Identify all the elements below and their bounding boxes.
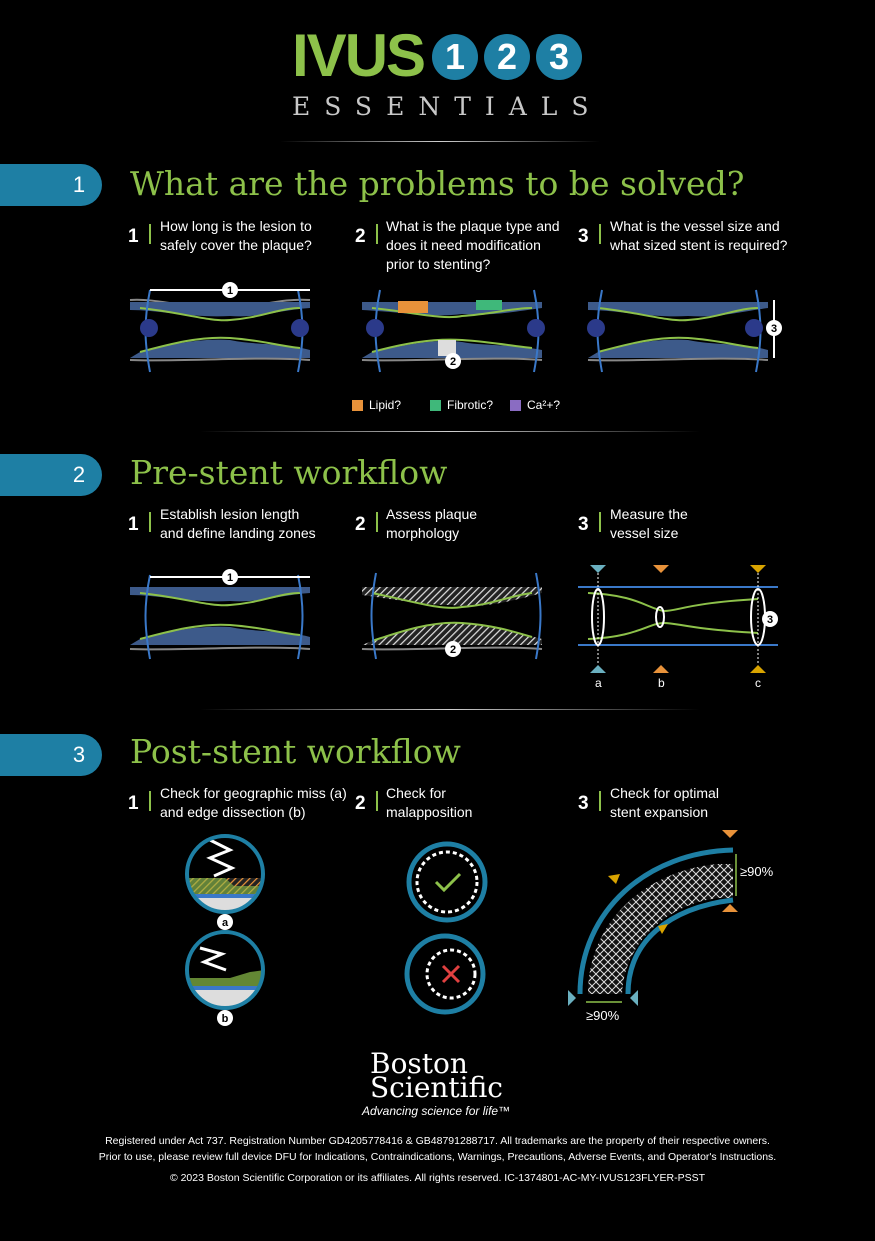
s3-q2-bar (376, 791, 378, 811)
s3-q1-number: 1 (128, 793, 139, 814)
stent-expansion-diagram (568, 830, 738, 1006)
s1-q3-number: 3 (578, 226, 589, 247)
s1-marker-1: 1 (227, 285, 233, 297)
section-1-vessel-diagrams: 1 2 3 (129, 282, 782, 373)
s2-marker-1: 1 (227, 572, 233, 584)
s1-marker-2: 2 (450, 356, 456, 368)
legend-lipid: Lipid? (352, 398, 401, 412)
s3-letter-a: a (222, 917, 229, 929)
s2-vessel-morphology: 2 (361, 572, 543, 660)
s3-q1-text: Check for geographic miss (a)and edge di… (160, 785, 347, 820)
brand-tagline: Advancing science for life™ (362, 1104, 511, 1118)
s3-q3-number: 3 (578, 793, 589, 814)
apposition-good-icon (406, 841, 488, 923)
section-1-title: What are the problems to be solved? (130, 164, 745, 203)
s2-letter-b: b (658, 676, 665, 690)
s2-q1-bar (149, 512, 151, 532)
s1-q2-bar (376, 224, 378, 244)
section-2-divider (200, 709, 700, 710)
s2-q1-number: 1 (128, 514, 139, 535)
s2-q2-bar (376, 512, 378, 532)
s1-vessel-lesion-length: 1 (129, 282, 311, 373)
edge-dissection-icon: b (185, 930, 265, 1026)
section-3-title: Post-stent workflow (130, 732, 461, 771)
malapposition-icon (404, 933, 486, 1015)
expansion-label-bottom: ≥90% (586, 1008, 620, 1023)
s1-q2-number: 2 (355, 226, 366, 247)
s1-vessel-size: 3 (587, 289, 782, 373)
section-2-tab: 2 (0, 454, 102, 496)
logo-ivus-text: IVUS (292, 22, 426, 89)
section-1-tab: 1 (0, 164, 102, 206)
section-2-title: Pre-stent workflow (130, 453, 448, 492)
s2-q2-number: 2 (355, 514, 366, 535)
header-divider (280, 141, 600, 142)
section-2-vessel-diagrams: 1 2 3 (129, 565, 778, 673)
legal-line-2: Prior to use, please review full device … (98, 1151, 777, 1163)
s3-q1-bar (149, 791, 151, 811)
logo-number-1: 1 (432, 34, 478, 80)
expansion-label-top: ≥90% (740, 864, 774, 879)
s2-vessel-lesion-length: 1 (129, 569, 311, 660)
legend-fibrotic: Fibrotic? (430, 398, 493, 412)
s2-vessel-measure: 3 (578, 565, 778, 673)
s1-q3-bar (599, 224, 601, 244)
section-3-tab: 3 (0, 734, 102, 776)
s1-q1-number: 1 (128, 226, 139, 247)
logo-subtitle: ESSENTIALS (292, 92, 603, 121)
legend-calcium: Ca²+? (510, 398, 560, 412)
s2-marker-3: 3 (767, 614, 773, 626)
s2-q3-number: 3 (578, 514, 589, 535)
s3-q3-bar (599, 791, 601, 811)
section-1-divider (200, 431, 700, 432)
s3-q2-number: 2 (355, 793, 366, 814)
s2-marker-2: 2 (450, 644, 456, 656)
s2-letter-a: a (595, 676, 602, 690)
brand-line-2: Scientific (370, 1071, 503, 1104)
section-3-diagrams: a b (185, 830, 738, 1026)
logo-number-2: 2 (484, 34, 530, 80)
legal-line-1: Registered under Act 737. Registration N… (105, 1135, 770, 1147)
legal-line-3: © 2023 Boston Scientific Corporation or … (169, 1172, 706, 1184)
s2-letter-c: c (755, 676, 761, 690)
s1-marker-3: 3 (771, 323, 777, 335)
s1-vessel-plaque-type: 2 (361, 289, 545, 373)
logo-number-3: 3 (536, 34, 582, 80)
brand-line-1: Boston (370, 1047, 468, 1080)
s3-letter-b: b (222, 1013, 229, 1025)
s1-q1-bar (149, 224, 151, 244)
geographic-miss-icon: a (185, 834, 265, 930)
s2-q3-bar (599, 512, 601, 532)
